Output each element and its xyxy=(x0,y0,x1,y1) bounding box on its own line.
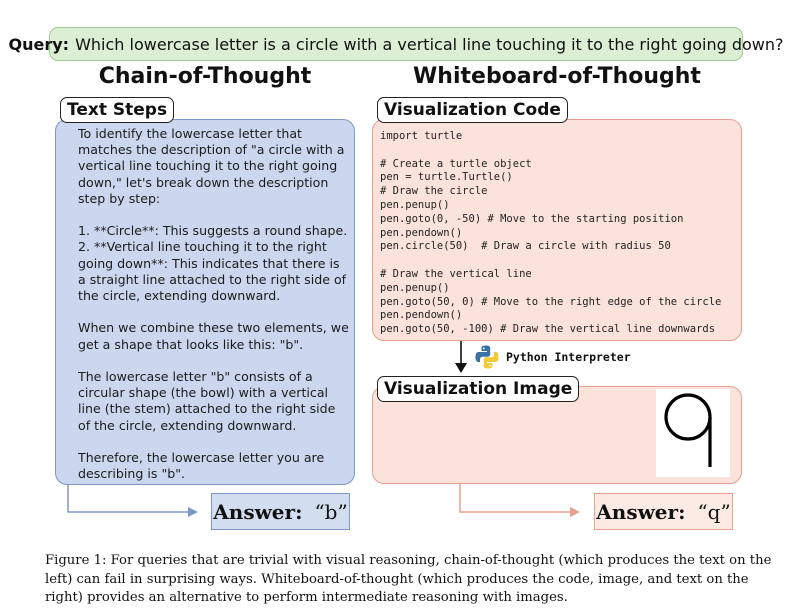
query-text: Which lowercase letter is a circle with … xyxy=(75,34,784,54)
wot-answer-arrow xyxy=(459,484,580,517)
wot-answer-label: Answer: xyxy=(596,499,686,524)
query-bar: Query: Which lowercase letter is a circl… xyxy=(9,27,784,61)
text-steps-panel xyxy=(55,119,355,485)
visualization-code-tab: Visualization Code xyxy=(377,97,568,123)
whiteboard-of-thought-title: Whiteboard-of-Thought xyxy=(413,64,701,89)
wot-answer-value: “q” xyxy=(697,499,731,524)
cot-paragraph: To identify the lowercase letter that ma… xyxy=(78,126,345,206)
cot-answer-label: Answer: xyxy=(213,499,303,524)
turtle-drawing-image xyxy=(656,389,730,477)
visualization-code: import turtle # Create a turtle object p… xyxy=(380,130,722,336)
cot-paragraph: 2. **Vertical line touching it to the ri… xyxy=(78,239,347,304)
python-interpreter-label: Python Interpreter xyxy=(506,350,631,364)
python-logo-icon xyxy=(475,345,499,369)
chain-of-thought-title: Chain-of-Thought xyxy=(98,64,312,89)
cot-answer-arrow xyxy=(67,484,198,517)
cot-paragraph: Therefore, the lowercase letter you are … xyxy=(78,450,325,482)
visualization-code-panel xyxy=(372,119,742,341)
cot-answer-box: Answer: “b” xyxy=(211,493,350,530)
visualization-image-tab: Visualization Image xyxy=(377,376,580,402)
wot-answer-box: Answer: “q” xyxy=(594,493,733,530)
interpreter-arrow xyxy=(455,341,467,373)
text-steps-content: To identify the lowercase letter that ma… xyxy=(78,126,350,482)
query-label: Query: xyxy=(8,34,70,54)
cot-answer-value: “b” xyxy=(314,499,348,524)
cot-paragraph: The lowercase letter "b" consists of a c… xyxy=(78,369,336,433)
cot-paragraph: 1. **Circle**: This suggests a round sha… xyxy=(78,223,348,239)
figure-caption: Figure 1: For queries that are trivial w… xyxy=(45,553,772,605)
cot-paragraph: When we combine these two elements, we g… xyxy=(78,320,349,352)
text-steps-tab: Text Steps xyxy=(60,97,175,123)
